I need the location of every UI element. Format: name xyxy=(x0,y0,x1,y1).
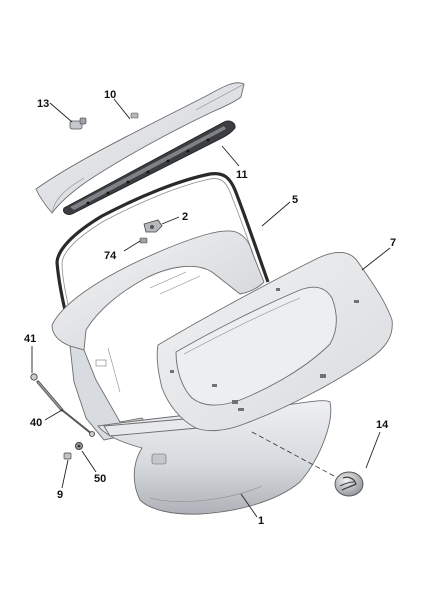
callout-2: 2 xyxy=(182,211,188,223)
callout-1: 1 xyxy=(258,515,264,527)
callout-41: 41 xyxy=(24,333,36,345)
latch-part-2 xyxy=(143,219,163,233)
inner-trim-panel xyxy=(156,252,393,432)
fastener-part-74 xyxy=(139,237,148,244)
callout-50: 50 xyxy=(94,473,106,485)
leader-lines xyxy=(31,98,391,518)
brake-light-strip xyxy=(63,120,236,215)
callout-9: 9 xyxy=(57,489,63,501)
callout-7: 7 xyxy=(390,237,396,249)
callout-5: 5 xyxy=(292,194,298,206)
clip-part-13 xyxy=(69,112,139,130)
tailgate-seal xyxy=(55,172,270,323)
callout-11: 11 xyxy=(236,169,248,181)
badge-part-14 xyxy=(334,471,364,497)
roof-spoiler xyxy=(35,82,245,214)
gas-strut xyxy=(30,373,95,437)
callout-74: 74 xyxy=(104,250,117,262)
callout-40: 40 xyxy=(30,417,42,429)
callout-10: 10 xyxy=(104,89,116,101)
bolt-part-50 xyxy=(75,441,84,450)
bolt-part-9 xyxy=(63,452,72,460)
callout-13: 13 xyxy=(37,98,49,110)
callout-labels: 1 2 5 7 9 10 11 13 14 40 41 50 74 xyxy=(24,89,396,527)
callout-14: 14 xyxy=(376,419,389,431)
